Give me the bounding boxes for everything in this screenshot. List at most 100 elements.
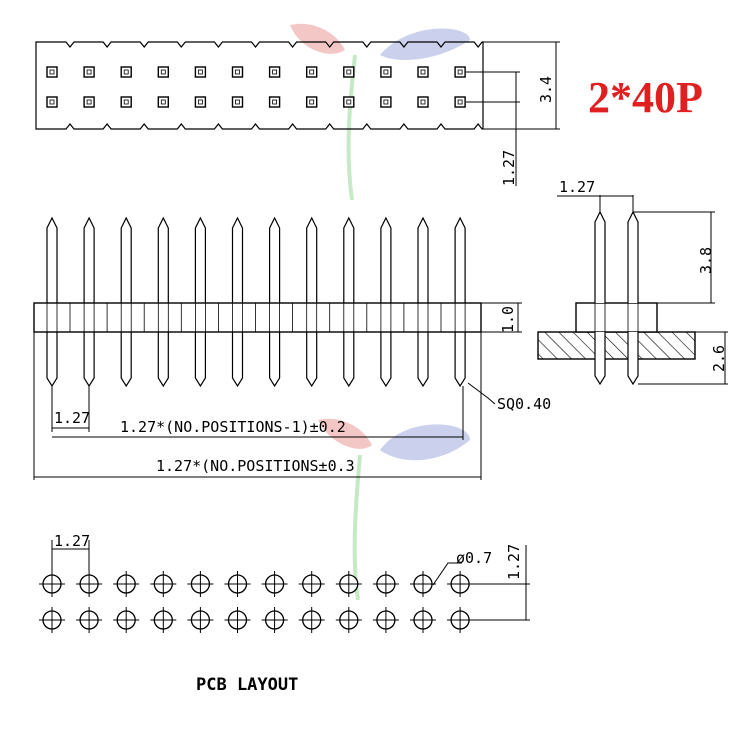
upper-pin-length-dim: 3.8 [697,247,715,274]
top-pin-square [380,66,392,78]
top-pin-inner [457,69,463,75]
side-lower-pin [594,332,606,386]
front-upper-pin [83,216,95,303]
front-upper-pin [269,216,281,303]
top-pin-inner [383,69,389,75]
front-lower-pin [269,332,281,388]
side-pcb-section [537,331,696,360]
side-lower-pin [627,332,639,386]
front-lower-pin [306,332,318,388]
top-pin-inner [86,69,92,75]
top-pin-square [46,66,58,78]
front-upper-pin [46,216,58,303]
top-pin-square [306,96,318,108]
hole-diameter-label: ø0.7 [456,549,492,567]
top-pin-inner [86,99,92,105]
top-pin-inner [346,69,352,75]
top-pin-square [120,96,132,108]
top-pin-square [194,66,207,78]
front-upper-pin [380,216,392,303]
side-upper-pin [594,210,606,303]
front-lower-pin [46,332,58,388]
top-pin-square [268,96,281,108]
top-pin-square [343,96,355,108]
span-formula: 1.27*(NO.POSITIONS-1)±0.2 [120,418,346,436]
top-pin-inner [309,69,315,75]
front-base [33,302,482,333]
front-lower-pin [83,332,95,388]
top-pin-inner [235,99,240,105]
front-lower-pin [194,332,206,388]
pcb-col-pitch-dim: 1.27 [54,532,90,550]
top-pin-inner [160,69,166,75]
top-pin-inner [49,99,55,105]
base-thickness-dim: 1.0 [499,306,517,333]
front-upper-pin [343,216,355,303]
top-pin-square [380,96,392,108]
top-pin-square [343,66,355,78]
top-pin-square [157,96,170,108]
front-lower-pin [157,332,169,388]
top-pin-square [46,96,58,108]
top-pin-square [231,66,244,78]
top-pin-inner [309,99,315,105]
pin-size-label: SQ0.40 [497,395,551,413]
top-pin-inner [346,99,352,105]
front-lower-pin [343,332,355,388]
top-pin-square [157,66,170,78]
top-pin-square [83,96,95,108]
top-pin-inner [123,69,129,75]
top-pin-inner [197,99,203,105]
top-pin-inner [123,99,129,105]
lower-pin-length-dim: 2.6 [710,345,728,372]
top-view [35,41,560,186]
front-pitch-dim: 1.27 [54,409,90,427]
front-lower-pin [380,332,392,388]
top-pin-inner [197,69,203,75]
top-pin-inner [457,99,463,105]
top-pin-square [231,96,244,108]
front-upper-pin [157,216,169,303]
front-view [33,216,522,480]
top-pin-square [268,66,281,78]
front-upper-pin [120,216,132,303]
top-pin-square [120,66,132,78]
length-formula: 1.27*(NO.POSITIONS±0.3 [156,457,355,475]
part-label: 2*40P [588,73,703,122]
top-pin-inner [160,99,166,105]
pcb-layout-title: PCB LAYOUT [196,675,298,695]
front-upper-pin [454,216,466,303]
top-pin-inner [272,99,278,105]
top-pin-inner [420,69,426,75]
side-pitch-dim: 1.27 [559,178,595,196]
top-pin-square [83,66,95,78]
top-pin-inner [235,69,240,75]
top-pin-square [417,66,429,78]
front-lower-pin [231,332,244,388]
top-pin-square [194,96,207,108]
front-upper-pin [194,216,206,303]
top-pin-square [454,96,466,108]
side-upper-pin [627,210,639,303]
top-pin-inner [272,69,278,75]
top-pitch-dim: 1.27 [500,150,518,186]
pcb-row-pitch-dim: 1.27 [505,544,523,580]
front-upper-pin [231,216,244,303]
front-lower-pin [454,332,466,388]
top-pin-inner [383,99,389,105]
top-pin-square [454,66,466,78]
top-height-dim: 3.4 [537,76,555,103]
top-pin-square [306,66,318,78]
front-upper-pin [417,216,429,303]
top-pin-inner [49,69,55,75]
top-pin-square [417,96,429,108]
front-lower-pin [120,332,132,388]
hole-diameter-leader [432,562,462,586]
pin-size-leader [467,382,496,405]
side-base [575,302,658,333]
side-view [537,195,728,386]
top-pin-inner [420,99,426,105]
front-lower-pin [417,332,429,388]
pcb-layout-view [39,540,530,633]
